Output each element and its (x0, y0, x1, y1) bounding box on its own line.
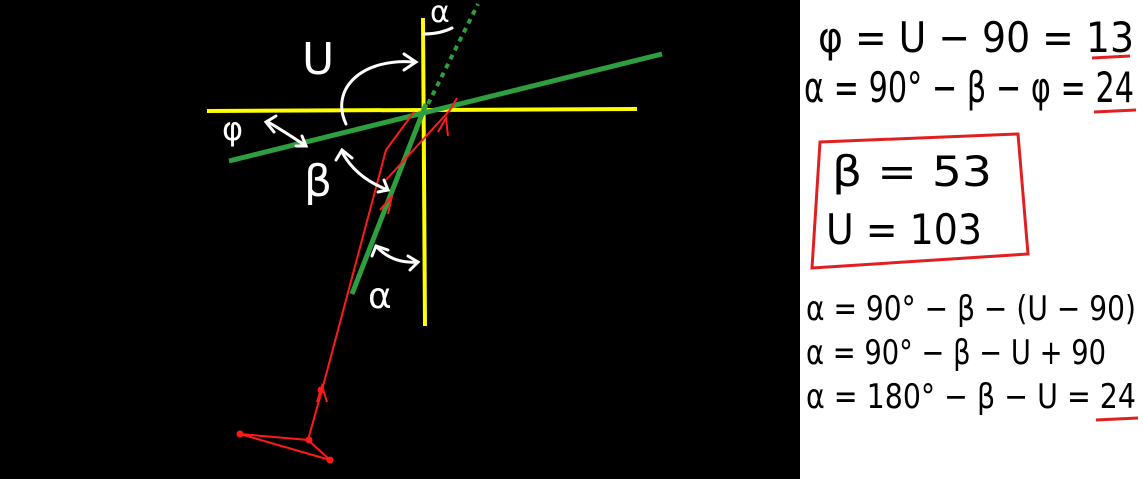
black-drawing-area (0, 0, 800, 479)
white-formula-area (800, 0, 1143, 479)
green-line-dotted-extension (426, 3, 480, 105)
formula-alpha-step1: α = 90° − β − (U − 90) (806, 289, 1136, 329)
label-phi: φ (222, 110, 243, 148)
red-ray-sketch (239, 97, 458, 461)
label-alpha-bottom: α (368, 276, 392, 317)
underline-13 (1091, 54, 1131, 60)
underline-24-top (1093, 108, 1137, 114)
vertical-axis-line (421, 17, 427, 327)
formula-beta-value: β = 53 (832, 147, 992, 196)
label-alpha-top: α (430, 0, 450, 30)
arc-phi (266, 120, 308, 148)
formula-alpha-step2: α = 90° − β − U + 90 (806, 333, 1106, 373)
red-ray-points (236, 386, 334, 464)
formula-phi: φ = U − 90 = 13 (818, 13, 1134, 62)
arc-alpha-bottom (374, 244, 420, 264)
highlight-box (810, 132, 1030, 270)
arc-u (340, 60, 416, 126)
formula-alpha: α = 90° − β − φ = 24 (804, 63, 1134, 112)
label-angle-u: U (302, 34, 334, 85)
angle-arcs (263, 26, 454, 272)
underline-24-bottom (1095, 416, 1139, 422)
formula-alpha-step3: α = 180° − β − U = 24 (806, 377, 1136, 417)
formula-u-value: U = 103 (826, 205, 982, 254)
arc-alpha-top (422, 26, 454, 36)
arc-beta (340, 150, 390, 192)
label-beta: β (304, 156, 332, 207)
